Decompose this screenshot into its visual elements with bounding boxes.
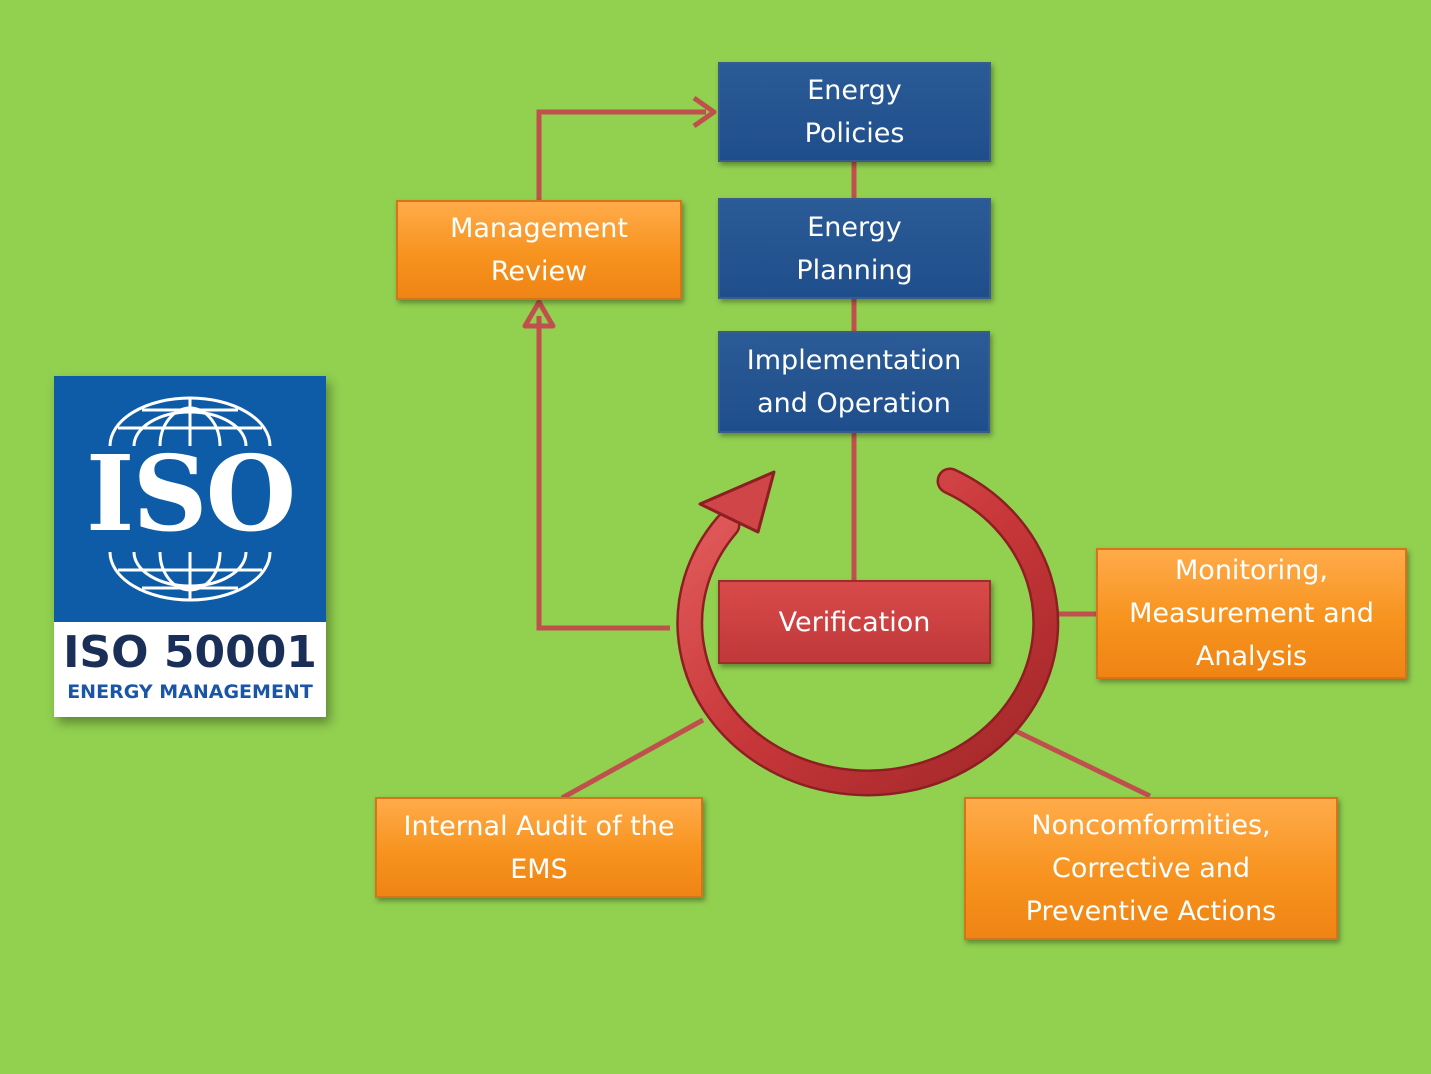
noncomformities-label: Noncomformities, Corrective and Preventi… (1025, 810, 1277, 927)
energy-policies-label: Energy Policies (804, 75, 905, 149)
internal-audit-box: Internal Audit of the EMS (375, 797, 703, 898)
logo-iso-mark: ISO (85, 432, 296, 555)
arrowhead-up (522, 299, 556, 329)
connector-internal-audit (560, 717, 705, 801)
logo-subtitle: ENERGY MANAGEMENT (67, 681, 313, 703)
noncomformities-box: Noncomformities, Corrective and Preventi… (964, 797, 1338, 940)
energy-policies-box: Energy Policies (718, 62, 991, 162)
arrowhead-right (692, 95, 717, 129)
monitoring-label: Monitoring, Measurement and Analysis (1129, 555, 1374, 672)
management-review-label: Management Review (450, 213, 628, 287)
connector-noncomformities (991, 717, 1152, 799)
energy-planning-box: Energy Planning (718, 198, 991, 299)
management-review-box: Management Review (396, 200, 682, 300)
iso-50001-logo: ISO ISO 50001 ENERGY MANAGEMENT (54, 376, 326, 717)
implementation-operation-label: Implementation and Operation (746, 345, 962, 419)
connector-verification-review (536, 316, 670, 631)
globe-icon (108, 396, 272, 602)
logo-standard: ISO 50001 (63, 627, 317, 678)
energy-planning-label: Energy Planning (796, 211, 913, 286)
implementation-operation-box: Implementation and Operation (718, 331, 990, 433)
verification-label: Verification (778, 606, 931, 638)
cycle-arrow-body (678, 470, 1057, 794)
logo-blue-panel: ISO (54, 376, 326, 622)
cycle-arrowhead (698, 470, 776, 534)
internal-audit-label: Internal Audit of the EMS (403, 810, 675, 885)
connector-review-policies (536, 109, 706, 200)
verification-box: Verification (718, 580, 991, 664)
monitoring-box: Monitoring, Measurement and Analysis (1096, 548, 1407, 679)
